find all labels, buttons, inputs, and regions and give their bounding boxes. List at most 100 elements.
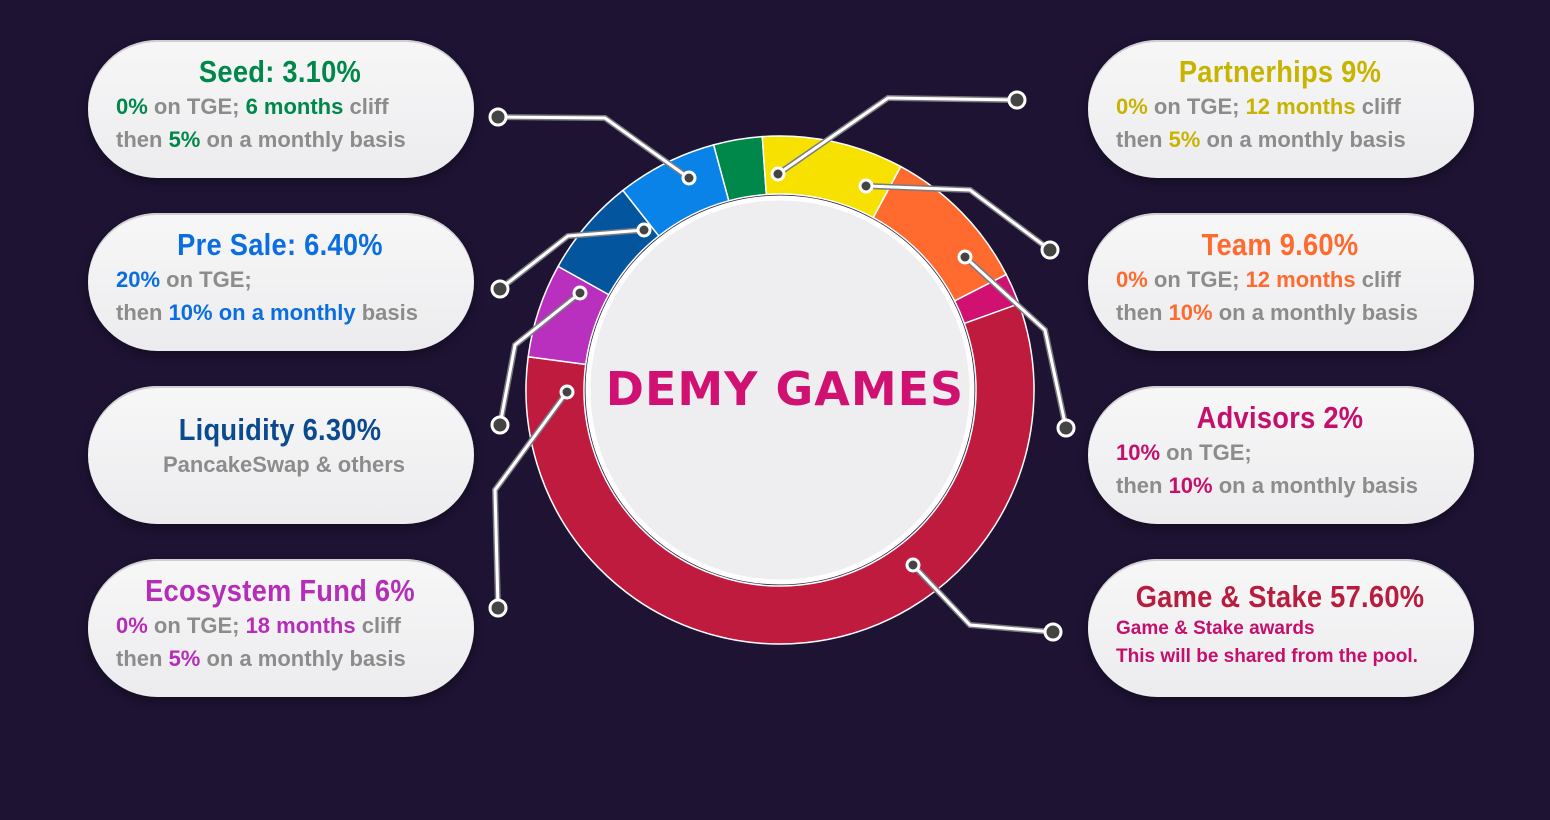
connector-end-dot: [1007, 90, 1027, 110]
connector-start-dot: [681, 170, 697, 186]
connector-line: [777, 96, 1018, 176]
highlight-text: Game & Stake awards: [1116, 618, 1315, 639]
body-text: then: [1116, 127, 1169, 152]
body-text: on a monthly basis: [1212, 473, 1418, 498]
highlight-text: 0%: [1116, 267, 1148, 292]
highlight-text: 20%: [116, 267, 161, 292]
body-text: on TGE;: [1147, 94, 1246, 119]
connector-end-dot: [488, 598, 508, 618]
connector-line: [911, 563, 1054, 634]
card-line: Game & Stake awards: [1116, 615, 1444, 643]
card-title: Advisors 2%: [1196, 400, 1364, 435]
body-text: on a monthly basis: [200, 646, 406, 671]
connector-end-dot: [488, 107, 508, 127]
body-text: then: [116, 646, 169, 671]
body-text: basis: [355, 300, 418, 325]
connector-end-dot: [1056, 418, 1076, 438]
card-line: 0% on TGE; 6 months cliff: [116, 90, 444, 123]
connector-start-dot: [636, 222, 652, 238]
card-partnerships: Partnerhips 9%0% on TGE; 12 months cliff…: [1088, 40, 1474, 178]
connector-end-dot: [490, 415, 510, 435]
highlight-text: 6 months: [245, 94, 344, 119]
highlight-text: 5%: [168, 646, 201, 671]
highlight-text: 10% on a monthly: [168, 300, 356, 325]
body-text: cliff: [343, 94, 389, 119]
body-text: on TGE;: [1160, 440, 1252, 465]
connector-line: [498, 291, 581, 426]
highlight-text: 5%: [168, 127, 201, 152]
card-title: Seed: 3.10%: [198, 54, 362, 89]
card-presale: Pre Sale: 6.40%20% on TGE;then 10% on a …: [88, 213, 474, 351]
highlight-text: 12 months: [1245, 267, 1356, 292]
connector-start-dot: [905, 557, 921, 573]
highlight-text: 5%: [1168, 127, 1201, 152]
card-line: then 10% on a monthly basis: [1116, 469, 1444, 502]
card-line: then 5% on a monthly basis: [1116, 123, 1444, 156]
body-text: cliff: [1355, 267, 1401, 292]
body-text: then: [1116, 473, 1169, 498]
highlight-text: 18 months: [245, 613, 356, 638]
connector-start-dot: [770, 166, 786, 182]
body-text: on TGE;: [147, 613, 246, 638]
chart-center-title: DEMY GAMES: [605, 362, 965, 416]
card-line: then 10% on a monthly basis: [116, 296, 444, 329]
connector-line: [497, 115, 690, 180]
card-line: then 5% on a monthly basis: [116, 123, 444, 156]
card-title: Pre Sale: 6.40%: [177, 227, 383, 262]
card-liquidity: Liquidity 6.30% PancakeSwap & others: [88, 386, 474, 524]
body-text: on TGE;: [147, 94, 246, 119]
card-ecosystem-fund: Ecosystem Fund 6%0% on TGE; 18 months cl…: [88, 559, 474, 697]
body-text: then: [1116, 300, 1169, 325]
body-text: cliff: [355, 613, 401, 638]
card-line: then 5% on a monthly basis: [116, 642, 444, 675]
connector-start-dot: [858, 178, 874, 194]
highlight-text: 10%: [1116, 440, 1161, 465]
connector-line: [499, 228, 645, 291]
card-line: 0% on TGE; 12 months cliff: [1116, 90, 1444, 123]
card-title: Ecosystem Fund 6%: [145, 573, 415, 608]
connector-line: [493, 391, 569, 609]
connector-end-dot: [1043, 622, 1063, 642]
highlight-text: 0%: [116, 613, 148, 638]
highlight-text: 10%: [1168, 473, 1213, 498]
card-line: 20% on TGE;: [116, 263, 444, 296]
connector-end-dot: [1040, 240, 1060, 260]
body-text: on TGE;: [1147, 267, 1246, 292]
pie-slice-pre-sale: [621, 143, 730, 238]
card-title: Team 9.60%: [1201, 227, 1359, 262]
donut-center-disc: [585, 195, 975, 585]
highlight-text: This will be shared from the pool.: [1116, 646, 1418, 667]
body-text: on TGE;: [160, 267, 252, 292]
card-line: 0% on TGE; 12 months cliff: [1116, 263, 1444, 296]
card-line: 10% on TGE;: [1116, 436, 1444, 469]
body-text: PancakeSwap & others: [162, 452, 406, 477]
card-title: Liquidity 6.30%: [178, 412, 382, 447]
body-text: on a monthly basis: [200, 127, 406, 152]
body-text: on a monthly basis: [1212, 300, 1418, 325]
highlight-text: 12 months: [1245, 94, 1356, 119]
body-text: on a monthly basis: [1200, 127, 1406, 152]
connector-line: [963, 255, 1068, 429]
connector-line: [865, 184, 1051, 252]
body-text: then: [116, 300, 169, 325]
card-line: This will be shared from the pool.: [1116, 643, 1444, 671]
connector-start-dot: [559, 384, 575, 400]
card-title: Game & Stake 57.60%: [1135, 579, 1425, 614]
body-text: then: [116, 127, 169, 152]
connector-end-dot: [490, 279, 510, 299]
card-line: then 10% on a monthly basis: [1116, 296, 1444, 329]
card-line: 0% on TGE; 18 months cliff: [116, 609, 444, 642]
pie-slice-game-stake: [525, 302, 1035, 645]
highlight-text: 0%: [1116, 94, 1148, 119]
body-text: cliff: [1355, 94, 1401, 119]
card-line: PancakeSwap & others: [116, 448, 444, 481]
card-title: Partnerhips 9%: [1178, 54, 1382, 89]
connector-start-dot: [957, 249, 973, 265]
card-advisors: Advisors 2%10% on TGE;then 10% on a mont…: [1088, 386, 1474, 524]
highlight-text: 0%: [116, 94, 148, 119]
highlight-text: 10%: [1168, 300, 1213, 325]
